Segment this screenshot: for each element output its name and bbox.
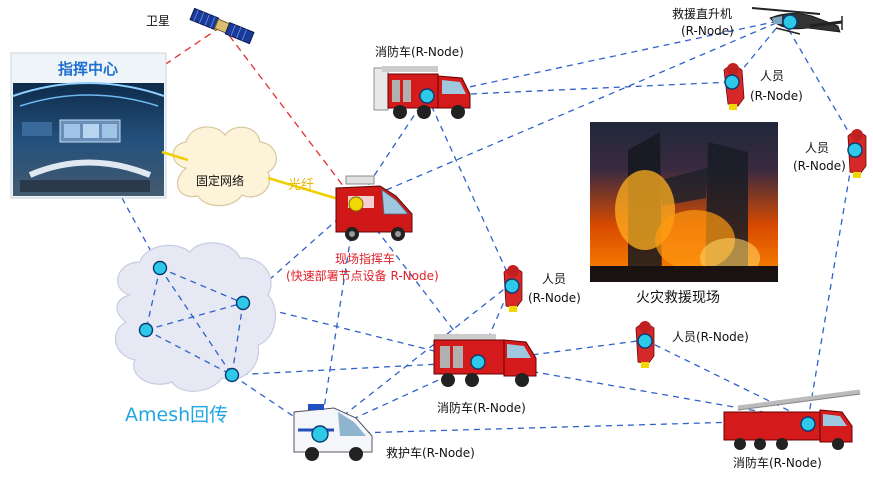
command-vehicle-label-line2: (快速部署节点设备 R-Node) — [286, 268, 439, 283]
satellite-label: 卫星 — [146, 14, 170, 28]
fire-truck-top-node — [419, 88, 435, 104]
person-right-node — [847, 142, 863, 158]
link — [644, 339, 809, 421]
fire-scene: 火灾救援现场 — [590, 122, 778, 306]
person-mid-node — [504, 278, 520, 294]
fire-truck-mid-label: 消防车(R-Node) — [437, 400, 526, 415]
fire-truck-mid: 消防车(R-Node) — [433, 334, 537, 415]
amesh-node — [138, 322, 154, 338]
satellite-link-command-vehicle — [221, 25, 357, 204]
helicopter-label-line1: 救援直升机 — [672, 6, 732, 21]
amesh-label: Amesh回传 — [125, 404, 228, 426]
command-vehicle: 现场指挥车 (快速部署节点设备 R-Node) — [286, 175, 439, 283]
link — [782, 19, 856, 144]
amesh-node — [224, 367, 240, 383]
command-vehicle-node — [348, 196, 364, 212]
fiber-label: 光纤 — [288, 178, 314, 193]
command-center: 指挥中心 — [10, 52, 167, 199]
amesh-node — [235, 295, 251, 311]
fiber-link-command-center — [161, 150, 189, 162]
link — [426, 95, 513, 284]
amesh-cloud — [114, 242, 277, 392]
person-top: 人员 (R-Node) — [723, 63, 803, 110]
link — [231, 374, 321, 435]
person-top-node — [724, 74, 740, 90]
ladder-truck-node — [800, 416, 816, 432]
command-center-title: 指挥中心 — [58, 60, 118, 78]
person-top-label-line2: (R-Node) — [750, 89, 803, 103]
ambulance-icon — [293, 404, 373, 461]
person-mid: 人员 (R-Node) — [503, 265, 581, 312]
person-mid-label-line1: 人员 — [542, 272, 566, 286]
helicopter: 救援直升机 (R-Node) — [672, 6, 843, 38]
amesh-network: Amesh回传 — [114, 242, 277, 426]
link — [426, 19, 784, 97]
link — [319, 202, 357, 435]
link — [807, 142, 856, 421]
link — [319, 419, 809, 435]
ambulance-label: 救护车(R-Node) — [386, 445, 475, 460]
link — [319, 282, 513, 435]
amesh-mesh-links — [145, 267, 244, 376]
satellite: 卫星 — [146, 7, 255, 45]
fire-truck-top-label: 消防车(R-Node) — [375, 44, 464, 59]
command-center-photo — [12, 82, 165, 196]
link — [426, 81, 733, 97]
person-low-label: 人员(R-Node) — [672, 330, 749, 344]
ambulance: 救护车(R-Node) — [293, 404, 475, 461]
ladder-truck-label: 消防车(R-Node) — [733, 455, 822, 470]
person-right-label-line2: (R-Node) — [793, 159, 846, 173]
fire-truck-icon — [433, 334, 537, 387]
link — [355, 19, 784, 204]
fire-scene-photo — [590, 122, 778, 282]
helicopter-node — [782, 14, 798, 30]
person-right: 人员 (R-Node) — [793, 129, 867, 178]
amesh-node — [152, 260, 168, 276]
fixed-network: 固定网络 — [172, 126, 277, 207]
fire-truck-mid-node — [470, 354, 486, 370]
person-right-label-line1: 人员 — [805, 141, 829, 155]
person-top-label-line1: 人员 — [760, 69, 784, 83]
link — [242, 302, 479, 363]
command-vehicle-label-line1: 现场指挥车 — [335, 251, 395, 266]
person-low-node — [637, 333, 653, 349]
ladder-truck: 消防车(R-Node) — [723, 389, 861, 470]
fixed-network-cloud — [172, 126, 277, 207]
link — [231, 361, 479, 376]
command-vehicle-icon — [335, 175, 413, 241]
person-mid-label-line2: (R-Node) — [528, 291, 581, 305]
helicopter-label-line2: (R-Node) — [681, 24, 734, 38]
person-low: 人员(R-Node) — [635, 321, 749, 368]
satellite-icon — [189, 7, 255, 45]
fire-truck-top: 消防车(R-Node) — [373, 44, 471, 119]
ladder-truck-icon — [723, 389, 861, 450]
fire-scene-label: 火灾救援现场 — [636, 289, 720, 306]
ambulance-node — [311, 425, 329, 443]
fixed-network-label: 固定网络 — [196, 173, 244, 188]
